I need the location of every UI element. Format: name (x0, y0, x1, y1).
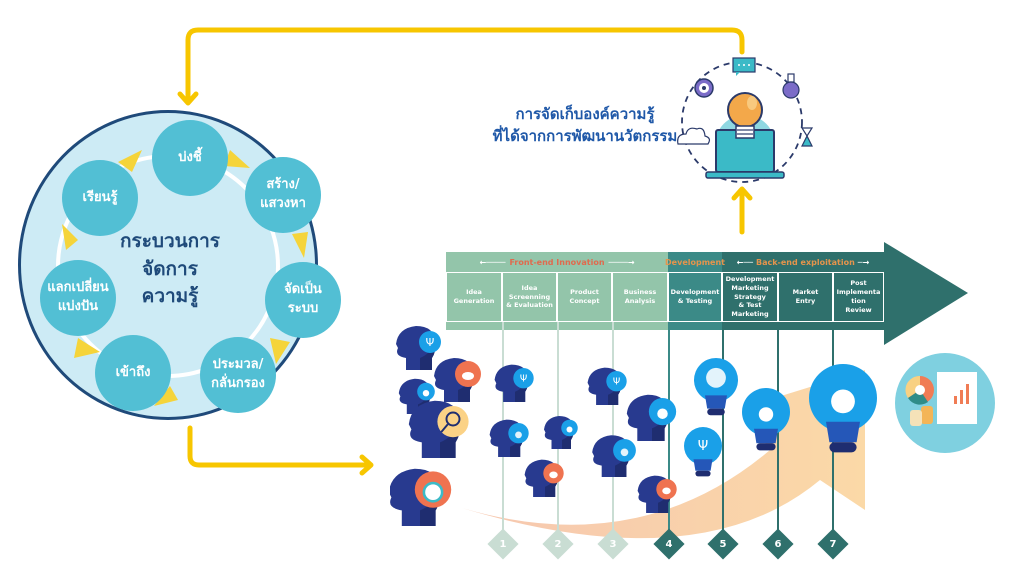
output-arrowhead (359, 454, 374, 476)
cycle-arrow-icon (154, 386, 178, 406)
cycle-arrow-icon (118, 150, 142, 172)
idea-head-icon: Ψ (396, 326, 441, 370)
stage-business-analysis: Business Analysis (612, 272, 668, 322)
cycle-arrow-icon (62, 224, 78, 250)
business-report-icon (895, 353, 995, 453)
idea-head-icon (398, 378, 435, 414)
idea-illustrations: Ψ Ψ Ψ Ψ (390, 326, 877, 526)
laptop-icon (705, 129, 785, 179)
left-double-arrow-icon: ←──── (479, 257, 506, 267)
cycle-arrow-icon (292, 232, 308, 258)
phase-front-end: ←──── Front-end Innovation ────→ (446, 252, 668, 272)
idea-head-icon (637, 475, 677, 513)
step-organize: จัดเป็น ระบบ (265, 262, 341, 338)
idea-head-icon (434, 358, 481, 402)
stage-market-entry: Market Entry (778, 272, 833, 322)
svg-text:Ψ: Ψ (698, 439, 708, 454)
feedback-arrow (185, 27, 745, 103)
gate-line-3 (612, 322, 614, 532)
idea-head-icon (390, 468, 452, 526)
idea-head-icon (489, 419, 529, 457)
idea-head-icon (408, 400, 469, 458)
step-identify: บ่งชี้ (152, 120, 228, 196)
idea-head-icon (626, 394, 677, 441)
phase-front-end-label: Front-end Innovation (509, 257, 605, 267)
gate-line-4 (668, 322, 670, 532)
cloud-icon (677, 127, 711, 145)
gate-number-3: 3 (609, 538, 617, 550)
idea-bulb-icon (694, 358, 738, 416)
cycle-arrow-icon (270, 338, 290, 364)
lightbulb-icon (727, 92, 763, 139)
gate-number-5: 5 (719, 538, 727, 550)
knowledge-storage-title: การจัดเก็บองค์ความรู้ ที่ได้จากการพัฒนาน… (492, 105, 678, 145)
gate-number-4: 4 (665, 538, 673, 550)
stage-post-implementation-review: Post Implementa tion Review (833, 272, 884, 322)
step-create-acquire: สร้าง/ แสวงหา (245, 157, 321, 233)
idea-head-icon: Ψ (494, 364, 534, 402)
gate-line-5 (722, 322, 724, 532)
cycle-arrow-icon (224, 150, 250, 168)
phase-back-end: ←── Back-end exploitation ─→ (722, 252, 884, 272)
idea-bulb-icon (809, 364, 877, 453)
idea-bulb-icon: Ψ (684, 427, 722, 477)
km-process-title: กระบวนการ จัดการ ความรู้ (119, 230, 220, 308)
chat-bubble-icon (732, 57, 756, 76)
idea-head-icon (544, 416, 578, 449)
target-icon (694, 78, 714, 98)
right-arrow-icon: ─→ (857, 257, 870, 267)
phase-back-end-label: Back-end exploitation (756, 257, 855, 267)
left-arrow-icon: ←── (736, 257, 753, 267)
idea-head-icon (592, 435, 636, 477)
cycle-arrow-icon (74, 338, 100, 358)
stage-test-marketing: Development Marketing Strategy & Test Ma… (722, 272, 778, 322)
phase-development: Development (665, 252, 725, 272)
gate-number-6: 6 (774, 538, 782, 550)
output-arrow (187, 425, 373, 468)
stage-idea-screening: Idea Screenning & Evaluation (502, 272, 557, 322)
gate-number-1: 1 (499, 538, 507, 550)
gate-number-2: 2 (554, 538, 562, 550)
knowledge-storage-illustration (677, 57, 814, 183)
idea-head-icon: Ψ (587, 367, 627, 405)
gate-number-7: 7 (829, 538, 837, 550)
stage-product-concept: Product Concept (557, 272, 612, 322)
idea-head-icon (524, 459, 564, 497)
step-learn: เรียนรู้ (62, 160, 138, 236)
stage-development-testing: Development & Testing (668, 272, 722, 322)
flask-icon (782, 73, 800, 99)
idea-bulb-icon (742, 388, 790, 451)
svg-text:Ψ: Ψ (613, 377, 620, 388)
right-arrow-icon: ────→ (608, 257, 635, 267)
step-share: แลกเปลี่ยน แบ่งปัน (40, 260, 116, 336)
svg-text:Ψ: Ψ (426, 336, 435, 349)
stage-idea-generation: Idea Generation (446, 272, 502, 322)
svg-text:Ψ: Ψ (520, 374, 527, 385)
feedback-arrowhead (177, 91, 199, 106)
step-process-refine: ประมวล/ กลั่นกรอง (200, 337, 276, 413)
phase-development-label: Development (665, 257, 725, 267)
storage-arrowhead (731, 186, 753, 201)
step-access: เข้าถึง (95, 335, 171, 411)
hourglass-icon (800, 127, 814, 147)
